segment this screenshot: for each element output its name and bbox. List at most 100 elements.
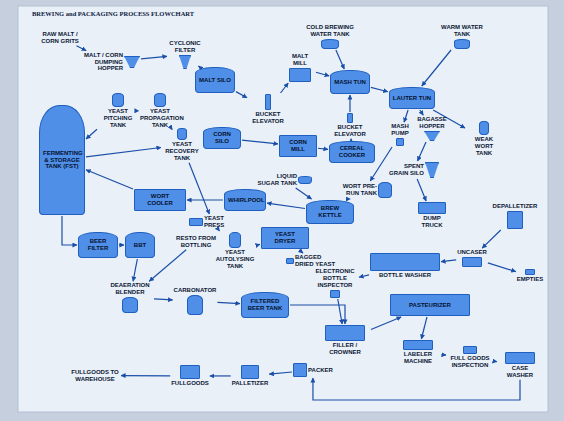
process-unit: MASH TUN <box>330 70 370 94</box>
pipe-connector <box>218 230 220 231</box>
process-unit: WORT COOLER <box>134 189 186 211</box>
equipment-label: YEAST PRESS <box>204 215 236 229</box>
equipment-label: WARM WATER TANK <box>440 24 484 38</box>
equipment-label: FULLGOODS TO WAREHOUSE <box>70 369 120 383</box>
equipment-label: BREW KETTLE <box>310 205 350 219</box>
equipment-label: COLD BREWING WATER TANK <box>298 24 362 38</box>
process-unit: CYCLONIC FILTER <box>168 40 202 69</box>
process-unit: SPENT GRAIN SILO <box>388 162 439 178</box>
pipe-connector <box>488 263 516 272</box>
pipe-connector <box>349 95 350 112</box>
pipe-connector <box>86 129 97 139</box>
equipment-label: MALT MILL <box>285 53 315 67</box>
process-unit: WORT PRE-RUN TANK <box>337 182 392 198</box>
process-unit: MALT SILO <box>195 67 235 93</box>
equipment-label: WHIRLPOOL <box>228 197 262 204</box>
equipment-label: EMPTIES <box>517 276 543 283</box>
pipe-connector <box>336 50 344 69</box>
equipment-label: CORN SILO <box>207 131 237 145</box>
process-unit: LAUTER TUN <box>389 87 435 109</box>
equipment-label: YEAST PITCHING TANK <box>98 108 138 129</box>
equipment-label: LABELER MACHINE <box>393 351 443 365</box>
equipment-shape <box>330 290 340 298</box>
pipe-connector <box>290 305 345 324</box>
pipe-connector <box>236 92 247 98</box>
equipment-shape <box>370 253 440 271</box>
pipe-connector <box>259 244 260 245</box>
chart-title: BREWING and PACKAGING PROCESS FLOWCHART <box>32 10 194 17</box>
pipe-connector <box>189 163 209 214</box>
equipment-shape <box>112 93 124 107</box>
equipment-label: BOTTLE WASHER <box>379 272 431 279</box>
equipment-label: CEREAL COOKER <box>333 145 371 159</box>
equipment-shape: CEREAL COOKER <box>329 141 375 163</box>
equipment-shape: BBT <box>125 232 155 258</box>
pipe-connector <box>444 354 446 355</box>
pipe-connector <box>210 375 231 376</box>
equipment-shape: MASH TUN <box>330 70 370 94</box>
process-unit: PASTEURIZER <box>390 294 470 316</box>
process-unit: LABELER MACHINE <box>393 340 443 365</box>
equipment-label: FILTERED BEER TANK <box>245 298 285 312</box>
pipe-connector <box>313 378 520 400</box>
equipment-shape <box>293 363 307 377</box>
process-unit: YEAST PITCHING TANK <box>98 93 138 129</box>
equipment-shape: FERMENTING & STORAGE TANK (FST) <box>39 105 85 215</box>
process-unit: FULLGOODS TO WAREHOUSE <box>70 368 120 383</box>
pipe-connector <box>121 375 170 376</box>
pipe-connector <box>133 259 137 281</box>
equipment-label: FERMENTING & STORAGE TANK (FST) <box>43 150 81 171</box>
equipment-label: FULL GOODS INSPECTION <box>447 355 493 369</box>
equipment-label: PACKER <box>308 367 333 374</box>
pipe-connector <box>119 244 124 245</box>
equipment-shape <box>454 39 470 49</box>
equipment-shape: WHIRLPOOL <box>224 189 266 211</box>
equipment-shape <box>396 138 404 146</box>
process-unit: YEAST DRYER <box>261 227 309 249</box>
equipment-label: BUCKET ELEVATOR <box>248 111 288 125</box>
process-unit: WEAK WORT TANK <box>466 121 502 157</box>
process-unit: UNCASER <box>457 249 487 267</box>
pipe-connector <box>338 299 342 324</box>
process-unit: DEAERATION BLENDER <box>107 282 153 313</box>
equipment-shape: PASTEURIZER <box>390 294 470 316</box>
equipment-shape: CORN SILO <box>203 127 241 149</box>
process-unit: BUCKET ELEVATOR <box>248 94 288 125</box>
equipment-shape <box>321 39 339 49</box>
equipment-label: WEAK WORT TANK <box>466 136 502 157</box>
equipment-shape <box>289 68 311 82</box>
pipe-connector <box>421 317 427 339</box>
equipment-shape <box>298 176 312 184</box>
process-unit: COLD BREWING WATER TANK <box>298 24 362 49</box>
equipment-label: BAGASSE HOPPER <box>412 116 452 130</box>
equipment-label: RAW MALT / CORN GRITS <box>38 31 82 45</box>
equipment-shape <box>179 55 191 69</box>
pipe-connector <box>318 148 328 149</box>
process-unit: YEAST PROPAGATION TANK <box>140 93 180 129</box>
equipment-shape <box>463 346 477 354</box>
process-unit: FULL GOODS INSPECTION <box>447 346 493 369</box>
equipment-shape: WORT COOLER <box>134 189 186 211</box>
equipment-label: MASH TUN <box>334 79 366 86</box>
pipe-connector <box>242 140 278 144</box>
pipe-connector <box>296 188 312 199</box>
equipment-shape <box>505 352 535 364</box>
equipment-shape: BREW KETTLE <box>306 200 354 224</box>
process-unit: CORN SILO <box>203 127 241 149</box>
equipment-shape <box>177 128 187 140</box>
paper <box>18 6 548 412</box>
process-unit: EMPTIES <box>517 269 543 283</box>
equipment-shape <box>154 93 166 107</box>
equipment-label: LAUTER TUN <box>393 95 431 102</box>
process-unit: WHIRLPOOL <box>224 189 266 211</box>
equipment-shape <box>187 295 203 315</box>
process-unit: YEAST AUTOLYSING TANK <box>212 232 258 270</box>
equipment-shape: CORN MILL <box>279 135 317 157</box>
pipe-connector <box>316 72 329 76</box>
equipment-label: YEAST AUTOLYSING TANK <box>212 249 258 270</box>
equipment-shape: BEER FILTER <box>78 232 118 258</box>
equipment-label: FULLGOODS <box>171 380 209 387</box>
equipment-shape <box>479 121 489 135</box>
pipe-connector <box>482 230 501 248</box>
